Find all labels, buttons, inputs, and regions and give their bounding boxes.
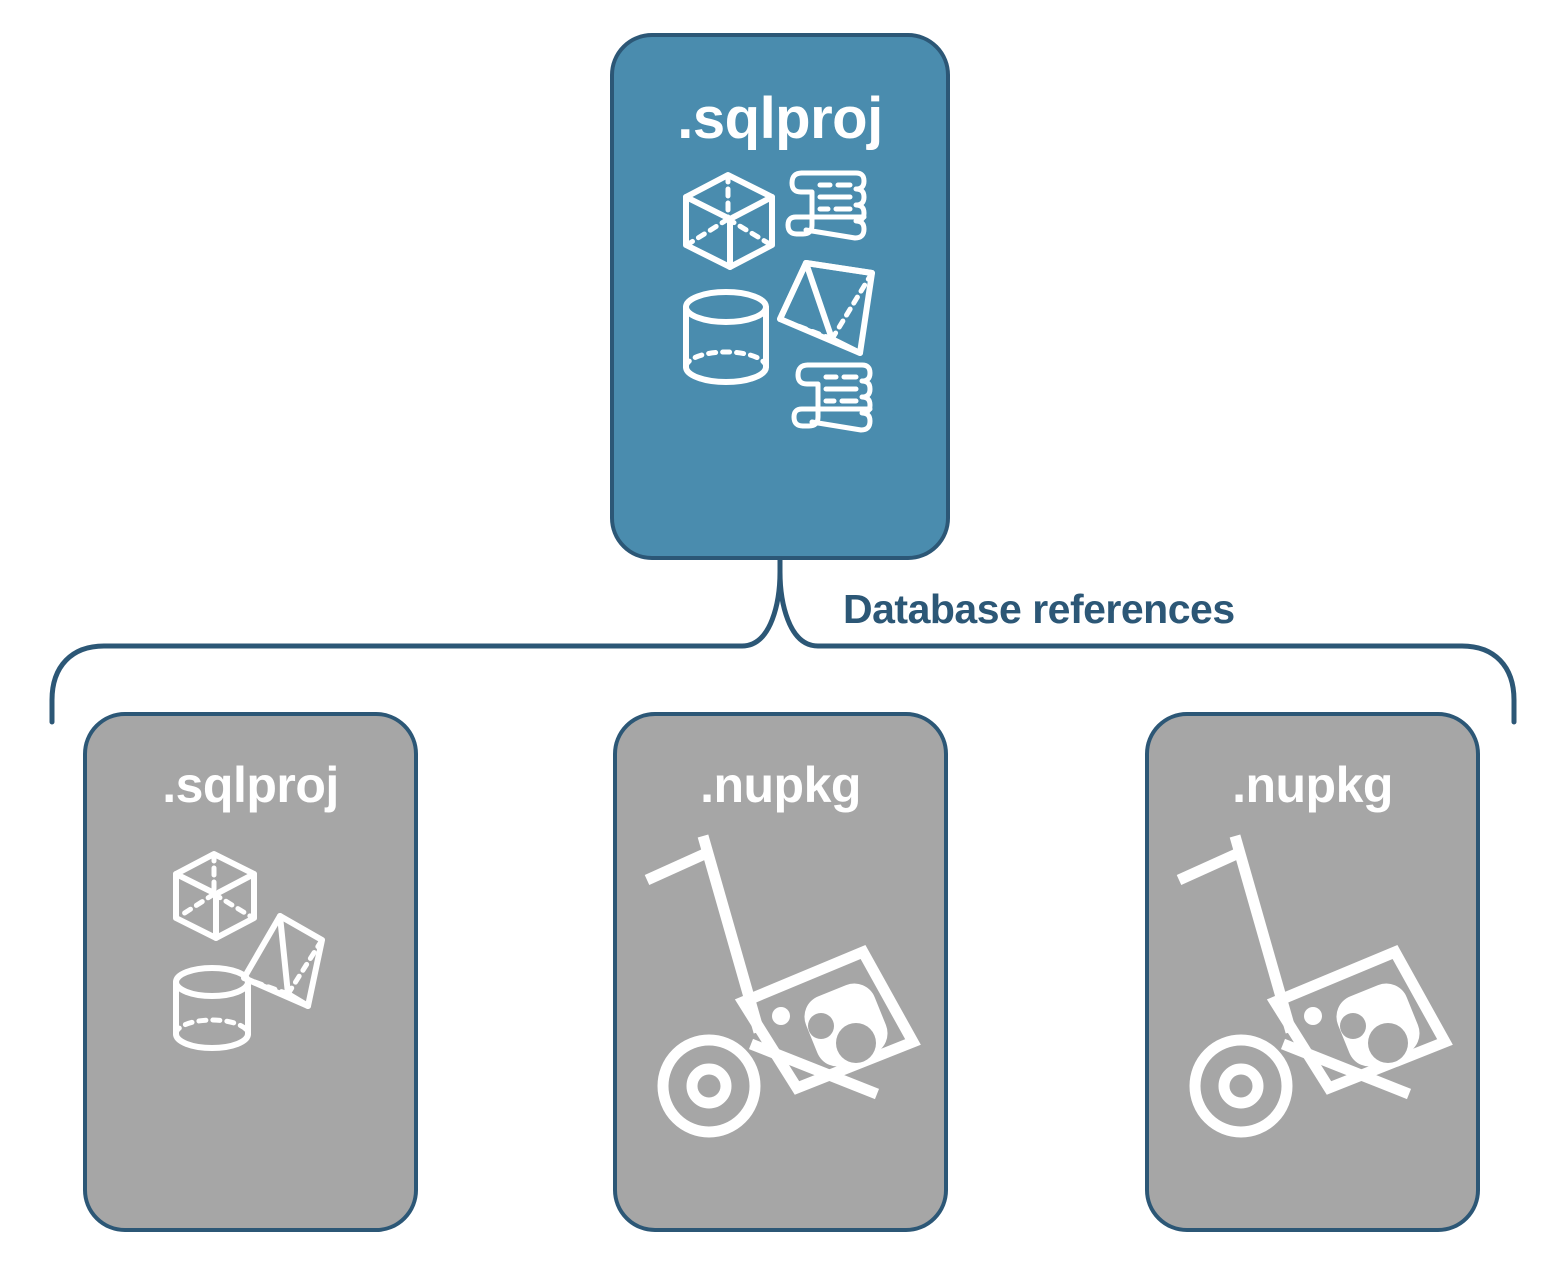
- reference-node-nupkg-1[interactable]: .nupkg: [613, 712, 948, 1232]
- hand-truck-icon: [644, 834, 879, 1138]
- scroll-icon: [785, 170, 867, 241]
- hand-truck-illustration: [1176, 834, 1453, 1138]
- root-icon-illustration: [683, 170, 875, 433]
- cylinder-icon: [683, 289, 769, 385]
- brace-left-half: [49, 557, 783, 725]
- nuget-package-icon: [734, 945, 921, 1095]
- reference-node-2-label: .nupkg: [700, 757, 861, 813]
- brace-label-database-references: Database references: [843, 586, 1235, 632]
- root-node-icon-group: [614, 167, 946, 457]
- cube-icon: [172, 851, 257, 941]
- root-node-sqlproj[interactable]: .sqlproj: [610, 33, 950, 560]
- cube-icon: [683, 172, 775, 270]
- reference-node-3-label: .nupkg: [1232, 757, 1393, 813]
- reference-node-2-icon-group: [617, 834, 944, 1216]
- hand-truck-illustration: [644, 834, 921, 1138]
- reference-node-1-label: .sqlproj: [162, 757, 339, 813]
- scroll-icon: [791, 362, 873, 433]
- hand-truck-icon: [1176, 834, 1411, 1138]
- reference-node-1-icon-group: [87, 836, 414, 1216]
- nuget-package-icon: [1266, 945, 1453, 1095]
- pyramid-icon: [777, 260, 875, 356]
- reference-node-3-icon-group: [1149, 834, 1476, 1216]
- reference-node-sqlproj[interactable]: .sqlproj: [83, 712, 418, 1232]
- pyramid-icon: [240, 913, 325, 1009]
- shapes-illustration: [172, 851, 325, 1051]
- brace-right-half: [777, 557, 1517, 725]
- cylinder-icon: [172, 965, 251, 1051]
- root-node-label: .sqlproj: [677, 86, 883, 151]
- reference-node-nupkg-2[interactable]: .nupkg: [1145, 712, 1480, 1232]
